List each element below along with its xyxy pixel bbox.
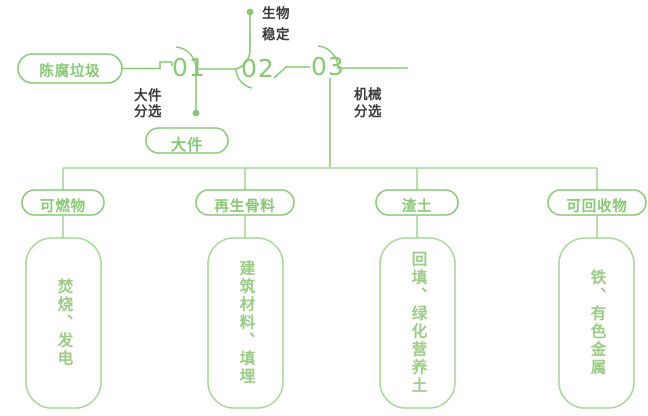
branch-label-可回收物: 可回收物	[566, 199, 628, 215]
connector-02-to-03	[273, 66, 310, 79]
output-node-label-大件: 大件	[170, 137, 204, 154]
endpoint-dot-大件	[192, 109, 200, 117]
stage-number-03: 03	[311, 52, 345, 81]
stage-label-01-line2: 分选	[134, 104, 162, 119]
stage-label-02-line1: 生物	[262, 6, 290, 21]
branch-label-可燃物: 可燃物	[40, 199, 86, 215]
stage-label-03-line2: 分选	[354, 104, 382, 119]
output-node-pill-大件[interactable]	[145, 127, 229, 154]
branch-label-渣土: 渣土	[401, 199, 433, 215]
result-text-可燃物: 焚烧、发电	[55, 278, 73, 368]
result-box-渣土[interactable]	[379, 237, 456, 409]
result-text-渣土: 回填、绿化营养土	[409, 251, 427, 395]
source-node-label: 陈腐垃圾	[39, 64, 101, 80]
branch-label-再生骨料: 再生骨料	[214, 199, 276, 215]
result-text-可回收物: 铁、有色金属	[588, 269, 606, 377]
stage-number-01: 01	[172, 53, 206, 82]
stage-label-01-line1: 大件	[134, 88, 162, 103]
node-02-arc-left-lower	[235, 68, 253, 89]
node-02-arc-left	[235, 35, 251, 70]
stage-label-02-line2: 稳定	[262, 27, 290, 42]
connector-source-to-01	[122, 61, 172, 70]
result-box-可回收物[interactable]	[558, 237, 635, 409]
result-box-可燃物[interactable]	[25, 237, 102, 409]
node-03-arc	[317, 45, 408, 69]
node-01-arc	[175, 46, 236, 70]
stage-number-02: 02	[241, 54, 275, 83]
stage-label-03-line1: 机械	[354, 87, 382, 102]
result-box-再生骨料[interactable]	[207, 237, 284, 409]
result-text-再生骨料: 建筑材料、填埋	[237, 260, 255, 386]
